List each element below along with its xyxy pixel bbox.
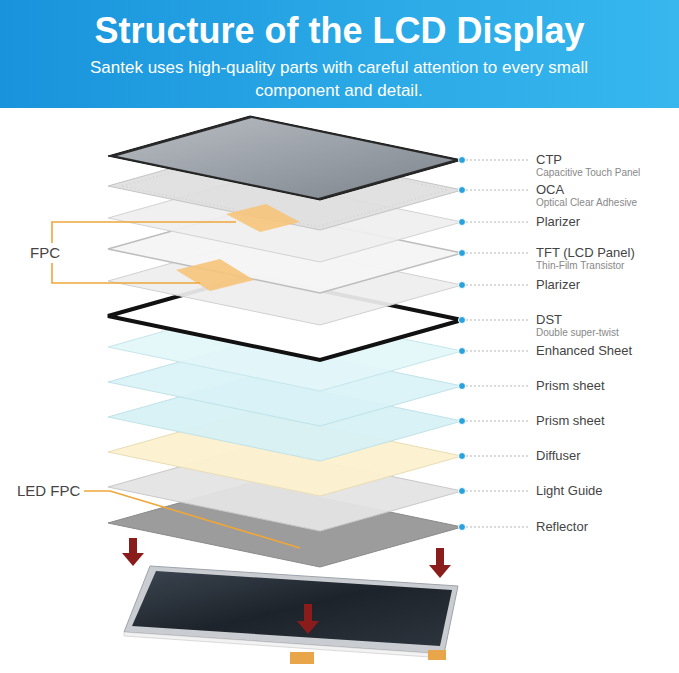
- leader-line: [466, 456, 528, 457]
- part-name: CTP: [536, 152, 562, 168]
- leader-line: [466, 491, 528, 492]
- title: Structure of the LCD Display: [0, 8, 679, 54]
- subtitle: Santek uses high-quality parts with care…: [89, 56, 589, 102]
- leader-line: [466, 386, 528, 387]
- leader-dot: [459, 282, 466, 289]
- display-edge: [124, 632, 444, 658]
- fpc-tab: [176, 259, 254, 291]
- leader-dot: [459, 418, 466, 425]
- part-name: Plarizer: [536, 277, 580, 293]
- led-fpc-label: LED FPC: [14, 481, 83, 501]
- part-name: OCA: [536, 182, 564, 198]
- layer-sheet: [108, 116, 462, 200]
- fpc-tab: [226, 204, 300, 232]
- part-name: Reflector: [536, 519, 588, 535]
- leader-dot: [459, 219, 466, 226]
- leader-dot: [459, 488, 466, 495]
- part-subname: Double super-twist: [536, 327, 619, 339]
- assembled-display-screen: [132, 571, 452, 646]
- part-subname: Capacitive Touch Panel: [536, 167, 640, 179]
- display-fpc-tab: [290, 652, 314, 664]
- assembly-arrow-head: [297, 621, 319, 634]
- fpc-bracket: [52, 222, 236, 283]
- leader-line: [466, 527, 528, 528]
- led-fpc-lead: [84, 491, 300, 548]
- assembly-arrow: [436, 548, 444, 566]
- assembly-arrow: [129, 538, 137, 554]
- display-fpc-tab: [428, 650, 446, 660]
- leader-dot: [459, 250, 466, 257]
- leader-line: [466, 320, 528, 321]
- leader-dot: [459, 383, 466, 390]
- leader-line: [466, 253, 528, 254]
- leader-line: [466, 421, 528, 422]
- part-name: Plarizer: [536, 214, 580, 230]
- fpc-label: FPC: [27, 243, 63, 263]
- leader-dot: [459, 453, 466, 460]
- part-subname: Thin-Film Transistor: [536, 260, 624, 272]
- assembly-arrow-head: [122, 553, 144, 566]
- leader-line: [466, 160, 528, 161]
- leader-dot: [459, 187, 466, 194]
- part-name: Prism sheet: [536, 378, 605, 394]
- leader-dot: [459, 157, 466, 164]
- touch-glass: [117, 118, 453, 198]
- assembled-display-frame: [124, 566, 458, 654]
- part-name: Prism sheet: [536, 413, 605, 429]
- layer-stack: [108, 116, 462, 567]
- assembly-arrow: [304, 604, 312, 622]
- leader-line: [466, 190, 528, 191]
- part-name: Light Guide: [536, 483, 603, 499]
- assembly-arrow-head: [429, 565, 451, 578]
- leader-dot: [459, 524, 466, 531]
- part-name: Enhanced Sheet: [536, 343, 632, 359]
- leader-line: [466, 285, 528, 286]
- part-name: Diffuser: [536, 448, 581, 464]
- part-name: TFT (LCD Panel): [536, 245, 635, 261]
- leader-dot: [459, 348, 466, 355]
- decorations: [52, 157, 528, 665]
- leader-dot: [459, 317, 466, 324]
- part-subname: Optical Clear Adhesive: [536, 197, 637, 209]
- leader-line: [466, 222, 528, 223]
- leader-line: [466, 351, 528, 352]
- part-name: DST: [536, 312, 562, 328]
